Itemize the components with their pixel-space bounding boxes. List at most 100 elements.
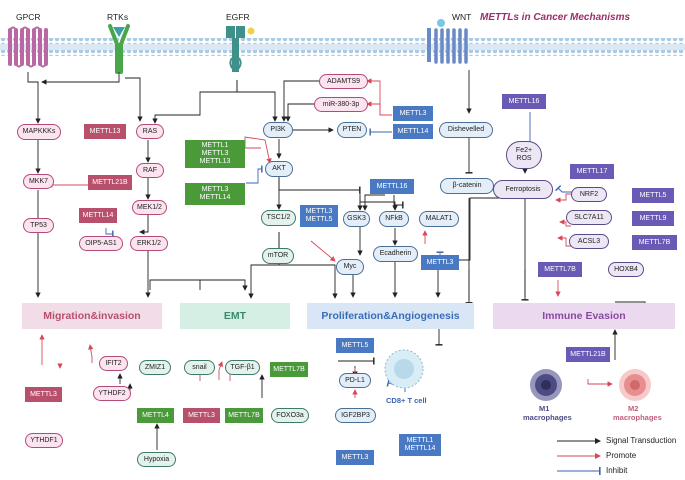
mettl35-line-1: METTL3 bbox=[305, 208, 333, 215]
mettl17-box: METTL17 bbox=[570, 164, 614, 179]
mettl4-box: METTL4 bbox=[137, 408, 174, 423]
pten-node: PTEN bbox=[337, 122, 367, 138]
wnt-receptor-icon bbox=[427, 19, 468, 64]
myc-node: Myc bbox=[336, 259, 364, 275]
tp53-node: TP53 bbox=[23, 218, 54, 233]
mettl-akt-line-2: METTL3 bbox=[201, 150, 229, 157]
mettl21b-macrophage-box: METTL21B bbox=[566, 347, 610, 362]
rtks-label: RTKs bbox=[107, 12, 129, 22]
mettl1-mettl14-box: METTL1 METTL14 bbox=[399, 434, 441, 456]
mettl9-box: METTL9 bbox=[632, 211, 674, 226]
rtk-receptor-icon bbox=[108, 24, 130, 74]
mettl-akt2-line-2: METTL14 bbox=[199, 194, 231, 201]
mir380-node: miR-380-3p bbox=[314, 97, 368, 112]
mkk7-node: MKK7 bbox=[23, 174, 54, 189]
ecadherin-node: Ecadherin bbox=[373, 246, 418, 262]
mettl3-malat1-box: METTL3 bbox=[421, 255, 459, 270]
akt-node: AKT bbox=[265, 161, 293, 177]
mek12-node: MEK1/2 bbox=[132, 200, 167, 215]
mettl14-pten-box: METTL14 bbox=[393, 124, 433, 139]
malat1-node: MALAT1 bbox=[419, 211, 459, 227]
m2-macrophages-label: macrophages bbox=[613, 413, 662, 422]
egfr-receptor-icon bbox=[226, 26, 255, 72]
mettl7b-hoxb4-box: METTL7B bbox=[538, 262, 582, 277]
mettl3-migration-box: METTL3 bbox=[25, 387, 62, 402]
legend-promote-label: Promote bbox=[606, 451, 637, 460]
zmiz1-node: ZMIZ1 bbox=[139, 360, 171, 375]
cd8-t-cell-label: CD8+ T cell bbox=[386, 396, 427, 405]
mettl3-igf2bp3-box: METTL3 bbox=[336, 450, 374, 465]
ythdf1-node: YTHDF1 bbox=[25, 433, 63, 448]
mettl16-bcatenin-box: METTL16 bbox=[370, 179, 414, 194]
wnt-label: WNT bbox=[452, 12, 472, 22]
mapkkks-node: MAPKKKs bbox=[17, 124, 61, 140]
mettl-akt-line-3: METTL13 bbox=[199, 158, 231, 165]
mettl-akt-line-1: METTL1 bbox=[201, 142, 229, 149]
foxo3a-node: FOXO3a bbox=[271, 408, 309, 423]
cd8-t-cell-icon bbox=[384, 349, 424, 389]
igf2bp3-node: IGF2BP3 bbox=[335, 408, 376, 423]
gpcr-label: GPCR bbox=[16, 12, 41, 22]
mettl3-mettl5-box: METTL3 METTL5 bbox=[300, 205, 338, 227]
hoxb4-node: HOXB4 bbox=[608, 262, 644, 277]
acsl3-node: ACSL3 bbox=[569, 234, 609, 249]
pdl1-node: PD-L1 bbox=[339, 373, 371, 388]
legend-lines bbox=[557, 438, 601, 475]
mettl-akt-box: METTL1 METTL3 METTL13 bbox=[185, 140, 245, 168]
ras-node: RAS bbox=[136, 124, 164, 139]
m1-macrophages-label: macrophages bbox=[523, 413, 572, 422]
mettl7b-acsl3-box: METTL7B bbox=[632, 235, 677, 250]
tsc12-node: TSC1/2 bbox=[261, 210, 296, 226]
mettl35-line-2: METTL5 bbox=[305, 216, 333, 223]
proliferation-angiogenesis-banner: Proliferation&Angiogenesis bbox=[307, 303, 474, 329]
mettl3-mettl14-akt-box: METTL3 METTL14 bbox=[185, 183, 245, 205]
mettl1-14-line-2: METTL14 bbox=[404, 445, 436, 452]
mettl3-snail-box: METTL3 bbox=[183, 408, 220, 423]
adamts9-node: ADAMTS9 bbox=[319, 74, 368, 89]
bcatenin-node: β-catenin bbox=[440, 178, 494, 194]
immune-evasion-banner: Immune Evasion bbox=[493, 303, 675, 329]
fe2-label: Fe2+ bbox=[515, 147, 533, 154]
mettl14-oip5as1-box: METTL14 bbox=[79, 208, 117, 223]
legend-signal-label: Signal Transduction bbox=[606, 436, 677, 445]
mettl3-mir-box: METTL3 bbox=[393, 106, 433, 121]
m2-label: M2 bbox=[628, 404, 639, 413]
m1-label: M1 bbox=[539, 404, 550, 413]
slc7a11-node: SLC7A11 bbox=[566, 210, 612, 225]
mtor-node: mTOR bbox=[262, 248, 294, 264]
raf-node: RAF bbox=[136, 163, 164, 178]
mettl7b-foxo-box: METTL7B bbox=[270, 362, 308, 377]
gpcr-receptor-icon bbox=[8, 26, 48, 68]
mettl21b-mkk7-box: METTL21B bbox=[88, 175, 132, 190]
snail-node: snail bbox=[184, 360, 215, 375]
ifit2-node: IFIT2 bbox=[99, 356, 128, 371]
mettl16-fe-box: METTL16 bbox=[502, 94, 546, 109]
ros-label: ROS bbox=[516, 155, 532, 162]
nfkb-node: NFkB bbox=[379, 211, 409, 227]
egfr-label: EGFR bbox=[226, 12, 250, 22]
dishevelled-node: Dishevelled bbox=[439, 122, 493, 138]
cell-membrane bbox=[0, 38, 685, 56]
hypoxia-node: Hypoxia bbox=[137, 452, 176, 467]
oip5as1-node: OIP5-AS1 bbox=[79, 236, 123, 251]
mettl1-14-line-1: METTL1 bbox=[406, 437, 434, 444]
mettl5-nrf2-box: METTL5 bbox=[632, 188, 674, 203]
erk12-node: ERK1/2 bbox=[130, 236, 168, 251]
ythdf2-node: YTHDF2 bbox=[93, 386, 131, 401]
legend-inhibit-label: Inhibit bbox=[606, 466, 628, 475]
mettl5-pdl1-box: METTL5 bbox=[336, 338, 374, 353]
gsk3-node: GSK3 bbox=[343, 211, 370, 227]
mettl13-ras-box: METTL13 bbox=[84, 124, 126, 139]
mettl-akt2-line-1: METTL3 bbox=[201, 186, 229, 193]
migration-invasion-banner: Migration&invasion bbox=[22, 303, 162, 329]
m1-macrophage-icon bbox=[530, 369, 562, 401]
fe2-ros-node: Fe2+ ROS bbox=[506, 141, 542, 169]
mettl7b-tgf-box: METTL7B bbox=[225, 408, 263, 423]
emt-banner: EMT bbox=[180, 303, 290, 329]
tgfb1-node: TGF-β1 bbox=[225, 360, 260, 375]
nrf2-node: NRF2 bbox=[571, 187, 607, 202]
pi3k-node: PI3K bbox=[263, 122, 293, 138]
page-title: METTLs in Cancer Mechanisms bbox=[480, 12, 631, 23]
m2-macrophage-icon bbox=[619, 369, 651, 401]
